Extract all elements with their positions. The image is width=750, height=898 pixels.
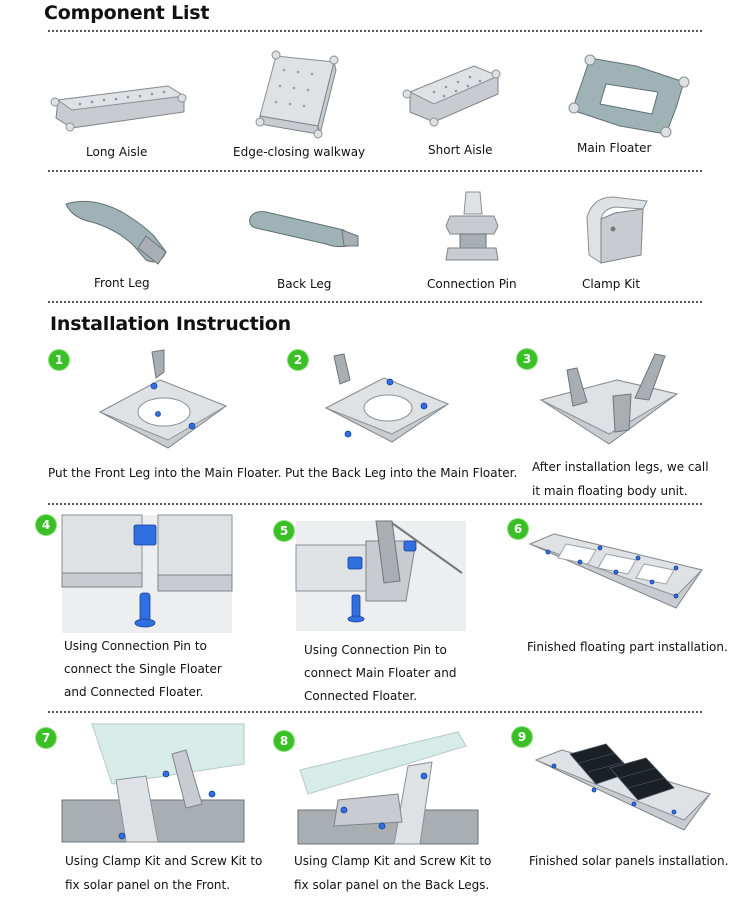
back-leg-icon — [249, 211, 359, 248]
short-aisle-icon — [402, 65, 501, 127]
front-leg-icon — [65, 200, 167, 265]
step-6-text: Finished floating part installation. — [527, 640, 728, 654]
step-7-text-line: fix solar panel on the Front. — [65, 878, 231, 892]
step-2-illustration — [324, 353, 450, 443]
installation-instruction-heading: Installation Instruction — [50, 313, 291, 335]
component-label: Back Leg — [277, 277, 332, 291]
step-5-illustration — [295, 520, 466, 631]
component-list-heading: Component List — [44, 2, 210, 24]
step-3-illustration — [539, 353, 679, 445]
step-number-badge: 3 — [517, 349, 537, 369]
step-8-text-line: fix solar panel on the Back Legs. — [294, 878, 490, 892]
component-label: Long Aisle — [86, 145, 148, 159]
step-number-badge: 1 — [49, 350, 69, 370]
component-label: Main Floater — [577, 141, 652, 155]
step-6-illustration — [528, 533, 703, 609]
divider — [48, 711, 702, 713]
step-2-text: Put the Back Leg into the Main Floater. — [285, 466, 518, 480]
divider — [48, 301, 702, 303]
step-number-badge: 8 — [274, 731, 294, 751]
long-aisle-icon — [50, 85, 187, 132]
step-4-text-line: and Connected Floater. — [64, 685, 204, 699]
component-label: Edge-closing walkway — [233, 145, 366, 159]
step-number-badge: 2 — [288, 350, 308, 370]
component-label: Front Leg — [94, 276, 150, 290]
step-4-illustration — [61, 514, 233, 633]
step-number-badge: 7 — [36, 728, 56, 748]
step-1-text: Put the Front Leg into the Main Floater. — [48, 466, 282, 480]
step-3-text-line: After installation legs, we call — [532, 460, 709, 474]
divider — [48, 30, 702, 32]
step-5-text-line: connect Main Floater and — [304, 666, 457, 680]
step-number-badge: 4 — [36, 515, 56, 535]
clamp-kit-icon — [586, 196, 648, 264]
step-7-text-line: Using Clamp Kit and Screw Kit to — [65, 854, 263, 868]
step-8-illustration — [297, 731, 479, 845]
component-label: Short Aisle — [428, 143, 493, 157]
step-8-text-line: Using Clamp Kit and Screw Kit to — [294, 854, 492, 868]
step-7-illustration — [61, 723, 245, 843]
main-floater-icon — [568, 54, 690, 138]
step-number-badge: 5 — [274, 521, 294, 541]
component-label: Clamp Kit — [582, 277, 641, 291]
divider — [48, 503, 702, 505]
edge-closing-walkway-icon — [255, 50, 339, 139]
step-1-illustration — [98, 349, 228, 449]
component-label: Connection Pin — [427, 277, 517, 291]
step-9-illustration — [534, 743, 711, 831]
step-5-text-line: Connected Floater. — [304, 689, 418, 703]
step-5-text-line: Using Connection Pin to — [304, 643, 447, 657]
step-number-badge: 9 — [512, 727, 532, 747]
divider — [48, 170, 702, 172]
step-number-badge: 6 — [508, 519, 528, 539]
connection-pin-icon — [445, 191, 499, 261]
step-4-text-line: Using Connection Pin to — [64, 639, 207, 653]
step-9-text: Finished solar panels installation. — [529, 854, 729, 868]
step-3-text-line: it main floating body unit. — [532, 484, 688, 498]
step-4-text-line: connect the Single Floater — [64, 662, 222, 676]
